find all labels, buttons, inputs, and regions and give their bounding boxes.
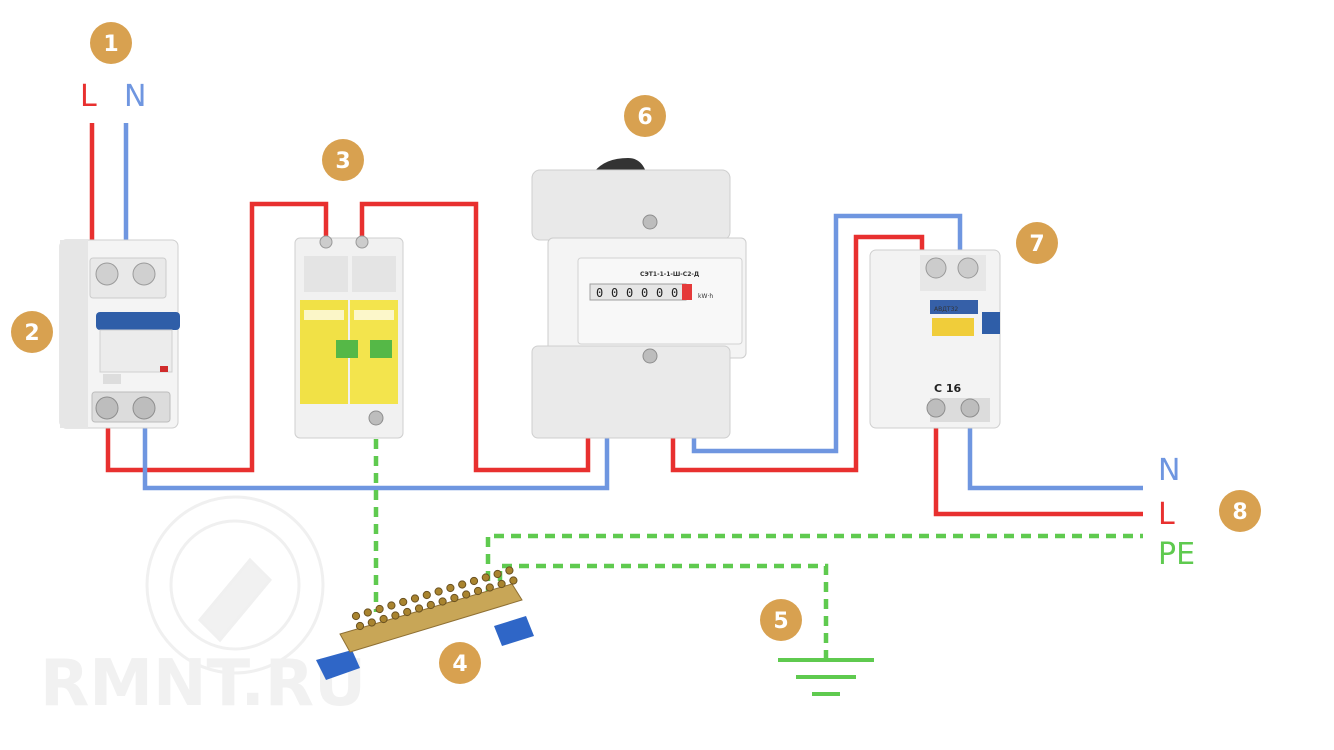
residual-current-breaker: АВДТ32 C 16 (869, 249, 1001, 429)
busbar-screw (497, 579, 506, 589)
busbar-screw (391, 611, 400, 620)
busbar-screw (367, 618, 376, 627)
svg-text:7: 7 (1029, 232, 1044, 257)
svg-text:6: 6 (637, 105, 652, 130)
wire-breaker-to-meter-neutral (142, 425, 610, 491)
busbar-screw (505, 566, 514, 575)
busbar-screw (387, 601, 396, 610)
busbar-screw (450, 593, 459, 603)
busbar-screw (422, 590, 431, 600)
busbar-screw (426, 600, 435, 610)
wire-spd-to-meter-line (359, 201, 591, 473)
busbar-screw (351, 611, 361, 621)
busbar-screw (403, 607, 412, 617)
wire-layer (89, 123, 1143, 658)
busbar-screw (363, 608, 372, 617)
input-circuit-breaker (59, 239, 180, 429)
busbar-screw (434, 587, 443, 596)
badge-2: 2 (11, 311, 53, 353)
meter-digit: 0 (641, 286, 648, 300)
badge-7: 7 (1016, 222, 1058, 264)
ground-busbar (316, 566, 534, 680)
badge-3: 3 (322, 139, 364, 181)
wire-busbar-to-ground (497, 563, 829, 658)
busbar-screw (458, 580, 467, 589)
busbar-screw (462, 590, 471, 599)
wire-breaker-to-spd-line (105, 201, 329, 473)
meter-model: СЭТ1-1-1-Ш-С2-Д (640, 271, 699, 278)
svg-text:1: 1 (103, 32, 118, 57)
busbar-screw (493, 569, 502, 579)
watermark-text: RMNT.RU (40, 647, 366, 721)
busbar-screws (351, 566, 518, 631)
busbar-screw (446, 583, 455, 593)
meter-digit: 0 (611, 286, 618, 300)
badge-5: 5 (760, 599, 802, 641)
svg-text:2: 2 (24, 321, 39, 346)
badge-8: 8 (1219, 490, 1261, 532)
badge-6: 6 (624, 95, 666, 137)
output-line-label: L (1158, 497, 1175, 532)
busbar-screw (355, 621, 365, 631)
busbar-screw (379, 614, 388, 624)
busbar-screw (481, 573, 490, 582)
wire-meter-to-rcbo-neutral (691, 213, 963, 454)
wire-output-line (933, 425, 1143, 517)
rcbo-brand: АВДТ32 (934, 306, 958, 313)
output-neutral-label: N (1158, 453, 1180, 488)
input-line-label: L (80, 79, 97, 114)
busbar-screw (414, 604, 424, 613)
meter-digit: 0 (671, 286, 678, 300)
busbar-screw (473, 586, 483, 596)
busbar-screw (485, 583, 494, 592)
rcbo-rating: C 16 (934, 382, 962, 395)
meter-digit: 0 (656, 286, 663, 300)
busbar-screw (509, 576, 518, 585)
wire-output-neutral (967, 425, 1143, 491)
svg-text:4: 4 (452, 652, 467, 677)
svg-text:5: 5 (773, 609, 788, 634)
busbar-screw (469, 576, 479, 586)
busbar-screw (438, 597, 447, 606)
surge-protection-device (294, 235, 404, 439)
busbar-screw (410, 594, 420, 603)
watermark: RMNT.RU (40, 495, 366, 721)
watermark-logo-icon (145, 495, 325, 675)
busbar-screw (375, 604, 384, 614)
output-earth-label: PE (1158, 537, 1195, 572)
svg-text:3: 3 (335, 149, 350, 174)
meter-unit: kW·h (698, 293, 713, 300)
busbar-screw (399, 597, 408, 607)
wire-meter-to-rcbo-line (670, 234, 925, 473)
badge-4: 4 (439, 642, 481, 684)
meter-digit: 0 (596, 286, 603, 300)
badge-1: 1 (90, 22, 132, 64)
ground-symbol-icon (778, 658, 874, 696)
svg-text:8: 8 (1232, 500, 1247, 525)
input-neutral-label: N (124, 79, 146, 114)
meter-digit: 0 (626, 286, 633, 300)
